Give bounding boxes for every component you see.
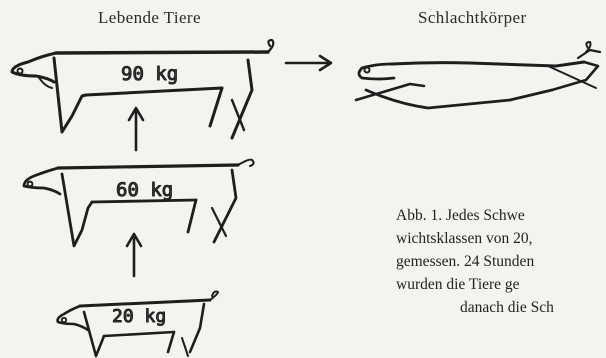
pig-60kg-front-leg [62,174,92,246]
arrow-to-carcass [286,56,331,70]
pig-60kg-hind-leg-2 [214,170,236,242]
caption-line-1: Abb. 1. Jedes Schwe [396,204,606,227]
pig-20kg-hind-leg-1 [168,332,174,352]
carcass-hook [578,50,600,58]
pig-90kg-hind-leg-1 [210,88,222,126]
caption-line-3: gemessen. 24 Stunden [396,250,606,273]
pig-90kg-tail [268,40,273,52]
weight-label-20kg: 20 kg [112,306,166,327]
weight-label-60kg: 60 kg [116,179,173,201]
arrow-up-60-to-90 [129,108,143,150]
caption-line-4: wurden die Tiere ge [396,273,606,296]
pig-20kg-hind-leg-2 [190,304,204,352]
pig-90kg-front-leg [54,58,86,132]
pig-20kg-hind-leg-3 [182,338,188,356]
carcass-back [392,62,584,66]
carcass-belly [366,90,552,108]
pig-90kg-back [56,52,268,53]
caption-line-2: wichtsklassen von 20, [396,227,606,250]
pig-90kg-head [12,53,56,82]
carcass-drawing [356,42,600,108]
pig-20kg-belly [104,332,174,336]
pig-60kg-tail [238,160,254,166]
arrow-up-20-to-60 [127,234,141,276]
pig-20kg-front-leg [84,312,104,356]
pig-20kg: 20 kg [58,292,218,357]
pig-60kg: 60 kg [24,160,254,246]
carcass-eye [365,68,370,73]
pig-60kg-hind-leg-1 [188,200,196,232]
carcass-jaw [356,84,424,100]
pig-90kg: 90 kg [12,40,273,138]
pig-60kg-back [58,165,238,168]
weight-label-90kg: 90 kg [121,63,178,85]
pig-20kg-eye [62,318,66,322]
figure-caption: Abb. 1. Jedes Schwe wichtsklassen von 20… [396,204,606,319]
pig-20kg-tail [210,292,218,301]
pig-60kg-eye [28,182,33,187]
caption-line-5: danach die Sch [396,296,606,319]
pig-90kg-eye [18,69,23,74]
pig-90kg-belly [86,88,222,95]
